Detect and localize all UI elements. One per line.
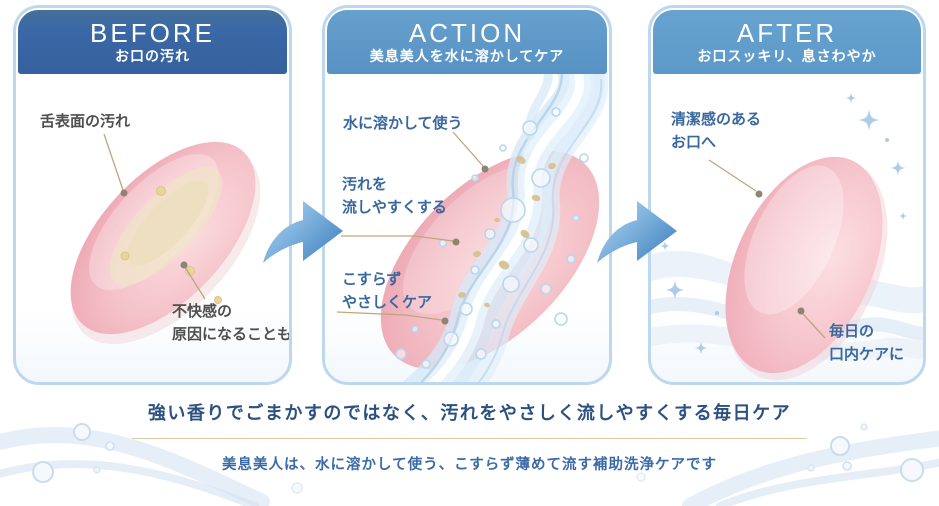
footer-subline: 美息美人は、水に溶かして使う、こすらず薄めて流す補助洗浄ケアです: [222, 457, 717, 473]
dirty-tongue-illustration: [70, 141, 261, 345]
label-no-scrubbing: こすらず やさしくケア: [342, 268, 432, 315]
sparkle-icon: [660, 92, 908, 355]
label-line: 流しやすくする: [342, 199, 447, 217]
label-line: 汚れを: [342, 176, 388, 193]
panel-after-subtitle: お口スッキリ、息さわやか: [697, 47, 877, 64]
footer-headline: 強い香りでごまかすのではなく、汚れをやさしく流しやすくする毎日ケア: [131, 399, 808, 439]
label-line: 舌表面の汚れ: [40, 113, 131, 130]
label-line: 原因になることも: [172, 326, 292, 344]
label-discomfort-cause: 不快感の 原因になることも: [172, 300, 292, 347]
label-line: 清潔感のある: [671, 111, 762, 128]
arrow-right-icon: [597, 201, 677, 263]
panel-action-subtitle: 美息美人を水に溶かしてケア: [369, 47, 565, 64]
footer: 強い香りでごまかすのではなく、汚れをやさしく流しやすくする毎日ケア: [0, 399, 939, 439]
label-daily-oral-care: 毎日の 口内ケアに: [829, 320, 904, 367]
label-clean-mouth: 清潔感のある お口へ: [671, 108, 761, 155]
panel-action-title: ACTION: [408, 17, 526, 48]
panel-before-subtitle: お口の汚れ: [115, 47, 190, 64]
label-line: 水に溶かして使う: [343, 115, 463, 132]
label-tongue-surface-dirt: 舌表面の汚れ: [40, 110, 130, 133]
label-line: 口内ケアに: [829, 346, 905, 364]
label-line: 毎日の: [829, 323, 875, 340]
clean-tongue-illustration: [651, 92, 923, 381]
arrow-right-icon: [263, 201, 343, 263]
label-line: お口へ: [671, 134, 717, 152]
label-dissolve-in-water: 水に溶かして使う: [343, 112, 463, 135]
label-line: こすらず: [342, 271, 402, 288]
panel-before: BEFORE お口の汚れ: [13, 5, 292, 385]
panel-after-title: AFTER: [736, 17, 838, 48]
panel-action: ACTION 美息美人を水に溶かしてケア: [322, 5, 612, 385]
panel-after-header: AFTER お口スッキリ、息さわやか: [653, 10, 921, 74]
label-flush-dirt: 汚れを 流しやすくする: [342, 173, 447, 220]
panel-after: AFTER お口スッキリ、息さわやか: [648, 5, 926, 385]
panel-action-header: ACTION 美息美人を水に溶かしてケア: [327, 10, 607, 74]
label-line: やさしくケア: [342, 294, 433, 312]
label-line: 不快感の: [172, 303, 233, 320]
panel-before-title: BEFORE: [90, 17, 215, 48]
panel-before-header: BEFORE お口の汚れ: [18, 10, 287, 74]
